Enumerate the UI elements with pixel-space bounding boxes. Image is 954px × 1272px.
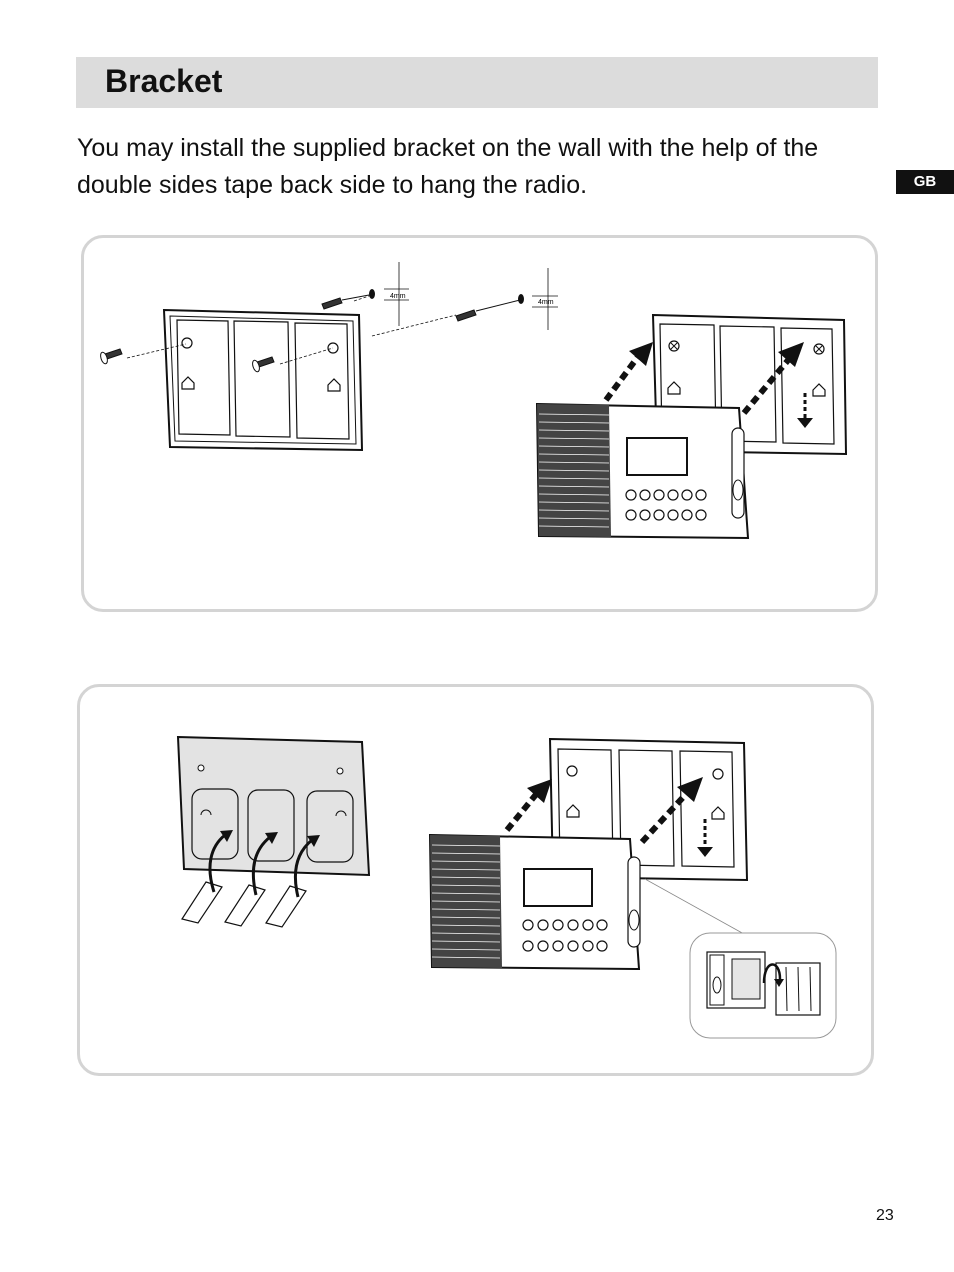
- arrowhead-icon: [220, 830, 320, 847]
- arrow-icon: [603, 342, 653, 402]
- callout-line: [644, 878, 745, 935]
- section-title: Bracket: [105, 63, 223, 99]
- tape-mount-figure: [77, 684, 874, 1076]
- radio-illustration: [428, 833, 641, 971]
- page-number: 23: [876, 1207, 894, 1224]
- dimension-label: 4mm: [538, 299, 554, 306]
- bracket-plate-back: [176, 735, 371, 877]
- bracket-plate: [162, 308, 364, 452]
- screw-icon: [371, 294, 524, 337]
- dimension-label: 4mm: [390, 293, 406, 300]
- screw-icon: [252, 347, 334, 373]
- arrow-down-icon: [797, 393, 813, 428]
- tape-strip: [181, 881, 307, 928]
- tape-mount-illustration: [176, 735, 837, 1039]
- language-tab: GB: [896, 170, 954, 194]
- screw-icon: [100, 343, 187, 365]
- dimension-callout: 4mm: [384, 262, 409, 326]
- arrow-icon: [639, 777, 703, 845]
- screw-mount-figure: 4mm 4mm: [81, 235, 878, 612]
- arrow-down-icon: [697, 819, 713, 857]
- screw-mount-illustration: 4mm 4mm: [100, 262, 848, 540]
- section-title-bar: Bracket: [76, 57, 878, 108]
- dimension-callout: 4mm: [532, 268, 558, 330]
- radio-illustration: [535, 402, 750, 540]
- arrow-icon: [504, 779, 552, 832]
- detail-inset: [689, 932, 837, 1039]
- curved-arrow-icon: [208, 833, 313, 898]
- screw-icon: [321, 289, 375, 310]
- wall-bracket-plate: [548, 737, 749, 882]
- intro-paragraph: You may install the supplied bracket on …: [77, 134, 819, 199]
- arrow-icon: [741, 342, 804, 415]
